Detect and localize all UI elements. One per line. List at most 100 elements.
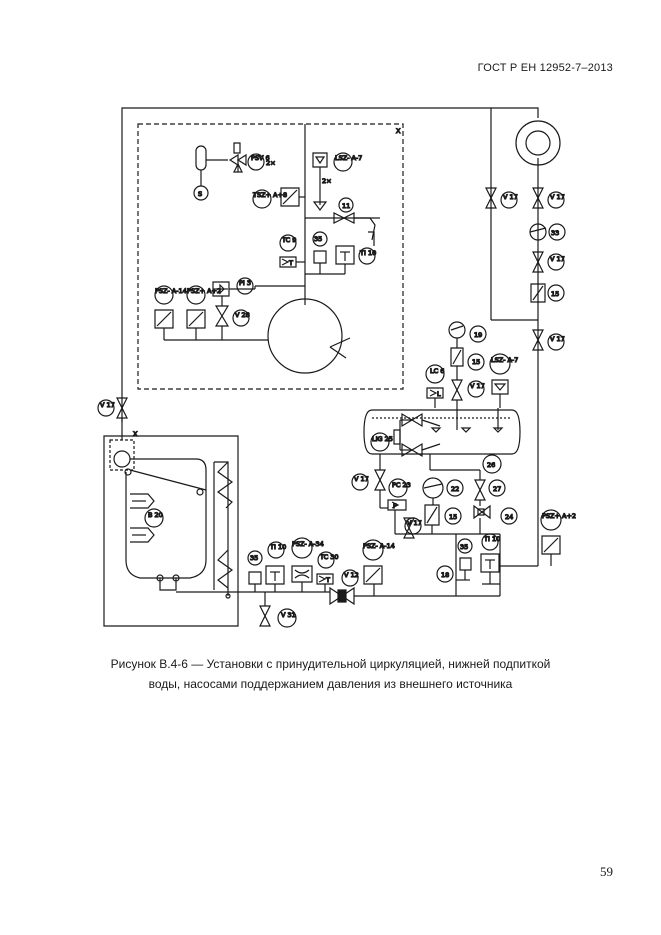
lc6-label: LC 6 [430, 367, 444, 375]
safety-valve-group [194, 143, 264, 200]
tc-ti-row [280, 232, 375, 274]
p-small-label: P [393, 502, 397, 510]
l-small-label: L [437, 390, 441, 398]
n35-b-label: 35 [250, 554, 258, 562]
instrument-circle [548, 192, 564, 208]
v12-label: V 12 [344, 571, 359, 579]
tc9-label: TC 9 [281, 236, 296, 244]
psz-a2-right-label: PSZ+ A+2 [542, 512, 576, 520]
instrument-circle [248, 551, 262, 565]
two-x-label-a: 2× [266, 159, 276, 167]
v31-label: V 31 [281, 611, 296, 619]
n24-label: 24 [505, 513, 513, 521]
instrument-circle [237, 278, 253, 294]
instrument-circle [501, 508, 517, 524]
instrument-circle [437, 566, 453, 582]
pressure-instrument-row [155, 278, 305, 340]
x-mark-inner: X [396, 127, 401, 135]
lsz-a7-mid-label: LSZ- A-7 [491, 356, 518, 364]
instrument-circle [318, 552, 334, 568]
instrument-circle [194, 186, 208, 200]
tsz-a8-label: TSZ+ A+8 [252, 191, 287, 199]
instrument-circle [389, 479, 407, 497]
instrument-circle [280, 235, 296, 251]
ti10-a-label: TI 10 [359, 249, 376, 257]
top-center-instruments [253, 124, 380, 300]
instrument-circle [483, 455, 501, 473]
v17-pc-label: V 17 [407, 519, 422, 527]
instrument-circle [470, 326, 486, 342]
psz-a2-label: PSZ+ A+2 [187, 287, 221, 295]
instrument-circle [313, 232, 327, 246]
instrument-circle [447, 480, 463, 496]
v17-left-label: V 17 [100, 401, 115, 409]
b20-label: B 20 [148, 511, 163, 519]
v17-right3-label: V 17 [550, 255, 565, 263]
n35-a-label: 35 [314, 235, 322, 243]
document-header: ГОСТ Р ЕН 12952-7–2013 [477, 62, 613, 74]
instrument-circle [548, 254, 564, 270]
v17-left2-label: V 17 [354, 475, 369, 483]
dashed-enclosure [138, 124, 403, 389]
psz-a34-label: PSZ- A-34 [292, 540, 324, 548]
instrument-circle [426, 365, 444, 383]
n35-c-label: 35 [460, 543, 468, 551]
n19-label: 19 [474, 331, 482, 339]
figure-caption-line-1: Рисунок В.4-6 — Установки с принудительн… [110, 657, 551, 671]
t-small-b-label: T [325, 576, 330, 584]
instrument-circle [541, 510, 561, 530]
instrument-circle [98, 400, 114, 416]
v17-mid-label: V 17 [470, 382, 485, 390]
ti10-c-label: TI 10 [483, 535, 500, 543]
n11-top-label: 11 [342, 202, 350, 210]
lsz-a7-top-label: LSZ- A-7 [335, 154, 362, 162]
pi3-label: PI 3 [239, 279, 251, 287]
n33-label: 33 [551, 229, 559, 237]
boiler-unit [104, 418, 330, 626]
instrument-circle [268, 542, 284, 558]
instrument-circle [548, 334, 564, 350]
instrument-circle [334, 153, 352, 171]
bottom-instrument-row [248, 538, 456, 627]
instrument-circle [489, 480, 505, 496]
s-label: S [198, 190, 202, 198]
n15-right-label: 15 [551, 290, 559, 298]
instrument-circle [233, 310, 249, 326]
instrument-circle [482, 534, 498, 550]
instrument-circle [155, 286, 173, 304]
feed-water-drum-group [364, 322, 520, 473]
figure-caption-line-2: воды, насосами поддержанием давления из … [148, 677, 513, 691]
instrument-circle [445, 508, 461, 524]
n27-label: 27 [493, 485, 501, 493]
instrument-circle [458, 539, 472, 553]
v17-right4-label: V 17 [550, 335, 565, 343]
ti10-b-label: TI 10 [269, 543, 286, 551]
instrument-circle [501, 192, 517, 208]
psv6-label: PSV 6 [251, 154, 270, 162]
n18-label: 18 [441, 571, 449, 579]
v28-label: V 28 [235, 311, 250, 319]
instrument-circle [468, 354, 484, 370]
n15-mid-label: 15 [472, 358, 480, 366]
n26-label: 26 [487, 461, 495, 469]
right-column-equipment [486, 121, 565, 350]
instrument-circle [548, 285, 564, 301]
two-x-label-b: 2× [322, 177, 332, 185]
instrument-circle [253, 190, 271, 208]
main-pipework [122, 108, 538, 566]
instrument-circle [187, 286, 205, 304]
v17-right1-label: V 17 [503, 193, 518, 201]
pc23-label: PC 23 [392, 481, 411, 489]
x-mark-boiler: X [133, 430, 138, 438]
instrument-circle [248, 154, 264, 170]
instrument-circle [145, 509, 163, 527]
instrument-circle [371, 433, 389, 451]
t-small-a-label: T [288, 259, 293, 267]
steam-drum-large [268, 299, 350, 373]
instrument-circle [352, 474, 368, 490]
tc30-label: TC 30 [319, 553, 338, 561]
page-number: 59 [600, 864, 613, 879]
instrument-circle [339, 198, 353, 212]
lig25-label: LIG 25 [372, 435, 393, 443]
